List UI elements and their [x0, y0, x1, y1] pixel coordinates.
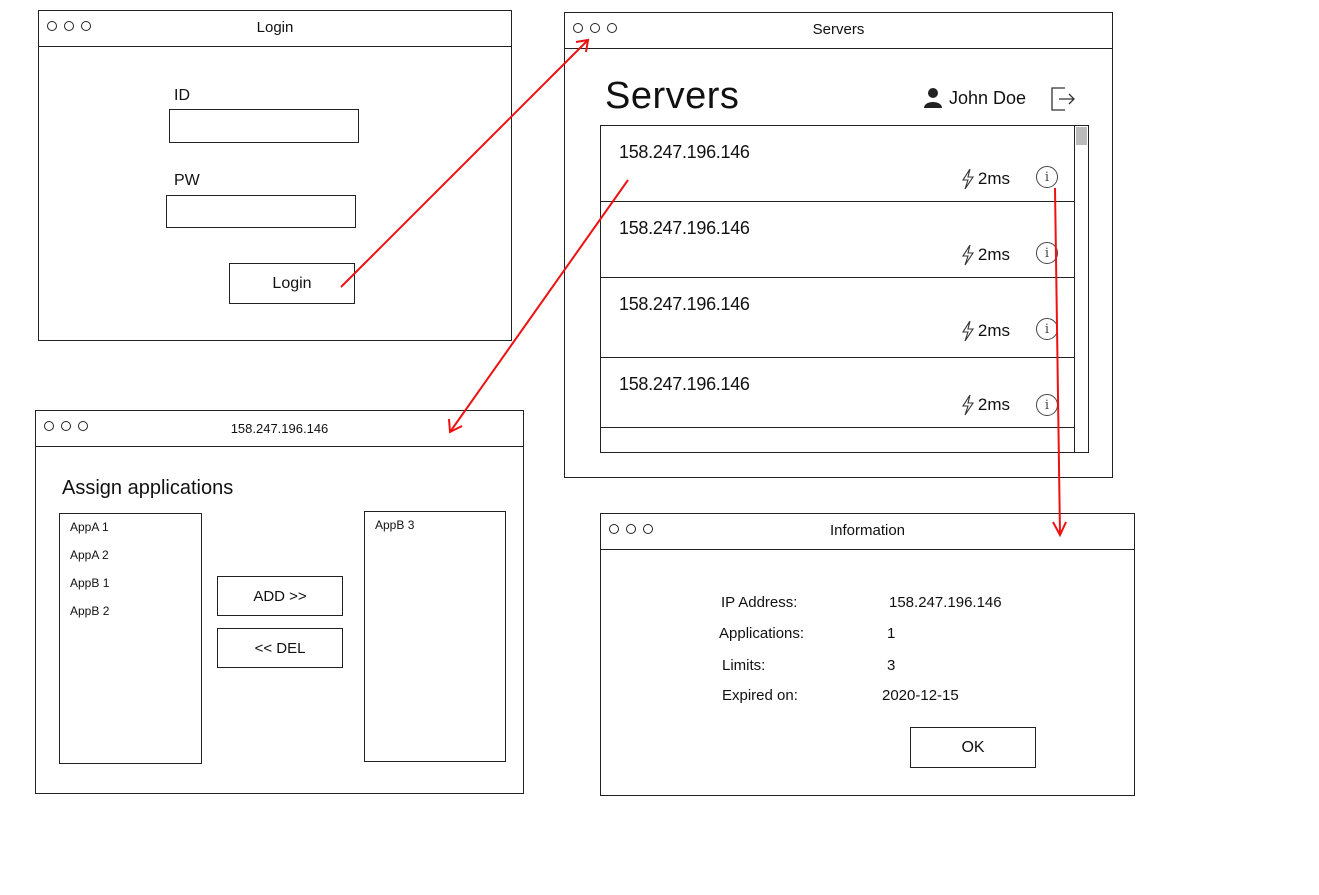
info-icon[interactable]: i — [1036, 166, 1058, 188]
server-ip: 158.247.196.146 — [619, 294, 750, 314]
login-window: Login ID PW Login — [38, 10, 512, 341]
assign-window: 158.247.196.146 Assign applications AppA… — [35, 410, 524, 794]
assign-window-title: 158.247.196.146 — [230, 421, 329, 436]
maximize-dot[interactable] — [78, 421, 88, 431]
add-button[interactable]: ADD >> — [217, 576, 343, 616]
information-window-title: Information — [829, 522, 906, 539]
server-ping: 2ms — [960, 168, 1010, 190]
server-item[interactable]: 158.247.196.146 2ms i — [601, 126, 1074, 202]
login-titlebar: Login — [39, 11, 511, 47]
ping-value: 2ms — [977, 245, 1010, 264]
pw-label: PW — [174, 172, 200, 189]
expired-on-label: Expired on: — [722, 687, 798, 704]
login-window-title: Login — [256, 19, 294, 36]
info-icon[interactable]: i — [1036, 318, 1058, 340]
information-window: Information IP Address: 158.247.196.146 … — [600, 513, 1135, 796]
close-dot[interactable] — [573, 23, 583, 33]
server-item[interactable]: 158.247.196.146 2ms i — [601, 358, 1074, 428]
ping-value: 2ms — [977, 321, 1010, 340]
maximize-dot[interactable] — [643, 524, 653, 534]
limits-value: 3 — [887, 657, 896, 674]
list-item[interactable]: AppA 1 — [70, 520, 109, 534]
lightning-icon — [961, 394, 974, 416]
server-ping: 2ms — [960, 320, 1010, 342]
pw-input[interactable] — [166, 195, 356, 228]
limits-label: Limits: — [722, 657, 766, 674]
servers-heading: Servers — [605, 75, 740, 117]
close-dot[interactable] — [609, 524, 619, 534]
minimize-dot[interactable] — [64, 21, 74, 31]
info-icon[interactable]: i — [1036, 394, 1058, 416]
server-list[interactable]: 158.247.196.146 2ms i 158.247.196.146 2m… — [600, 125, 1089, 453]
user-info[interactable]: John Doe — [923, 87, 1026, 109]
server-ip: 158.247.196.146 — [619, 218, 750, 238]
information-titlebar: Information — [601, 514, 1134, 550]
scrollbar[interactable] — [1074, 126, 1088, 452]
server-ip: 158.247.196.146 — [619, 142, 750, 162]
server-ip: 158.247.196.146 — [619, 374, 750, 394]
window-controls[interactable] — [609, 524, 653, 534]
applications-label: Applications: — [719, 625, 805, 642]
expired-on-value: 2020-12-15 — [882, 687, 959, 704]
ip-address-label: IP Address: — [721, 594, 798, 611]
login-button[interactable]: Login — [229, 263, 355, 304]
servers-window-title: Servers — [812, 21, 865, 38]
applications-value: 1 — [887, 625, 896, 642]
close-dot[interactable] — [44, 421, 54, 431]
list-item[interactable]: AppA 2 — [70, 548, 109, 562]
id-input[interactable] — [169, 109, 359, 143]
assign-titlebar: 158.247.196.146 — [36, 411, 523, 447]
window-controls[interactable] — [47, 21, 91, 31]
lightning-icon — [961, 320, 974, 342]
minimize-dot[interactable] — [590, 23, 600, 33]
ip-address-value: 158.247.196.146 — [889, 594, 1002, 611]
ping-value: 2ms — [977, 395, 1010, 414]
list-item[interactable]: AppB 3 — [375, 518, 415, 532]
servers-window: Servers Servers John Doe 158.247.196.146… — [564, 12, 1113, 478]
window-controls[interactable] — [573, 23, 617, 33]
minimize-dot[interactable] — [626, 524, 636, 534]
assigned-apps-list[interactable]: AppB 3 — [364, 511, 506, 762]
assign-heading: Assign applications — [62, 477, 234, 499]
list-item[interactable]: AppB 2 — [70, 604, 110, 618]
servers-titlebar: Servers — [565, 13, 1112, 49]
server-ping: 2ms — [960, 244, 1010, 266]
del-button[interactable]: << DEL — [217, 628, 343, 668]
user-name: John Doe — [949, 87, 1027, 108]
maximize-dot[interactable] — [607, 23, 617, 33]
logout-icon[interactable] — [1049, 85, 1077, 113]
lightning-icon — [961, 244, 974, 266]
scrollbar-thumb[interactable] — [1076, 127, 1087, 145]
server-item[interactable]: 158.247.196.146 2ms i — [601, 278, 1074, 358]
minimize-dot[interactable] — [61, 421, 71, 431]
window-controls[interactable] — [44, 421, 88, 431]
user-icon — [924, 88, 942, 108]
id-label: ID — [174, 87, 190, 104]
lightning-icon — [961, 168, 974, 190]
server-item[interactable]: 158.247.196.146 2ms i — [601, 202, 1074, 278]
ping-value: 2ms — [977, 169, 1010, 188]
list-item[interactable]: AppB 1 — [70, 576, 110, 590]
server-ping: 2ms — [960, 394, 1010, 416]
ok-button[interactable]: OK — [910, 727, 1036, 768]
info-icon[interactable]: i — [1036, 242, 1058, 264]
available-apps-list[interactable]: AppA 1 AppA 2 AppB 1 AppB 2 — [59, 513, 202, 764]
maximize-dot[interactable] — [81, 21, 91, 31]
close-dot[interactable] — [47, 21, 57, 31]
